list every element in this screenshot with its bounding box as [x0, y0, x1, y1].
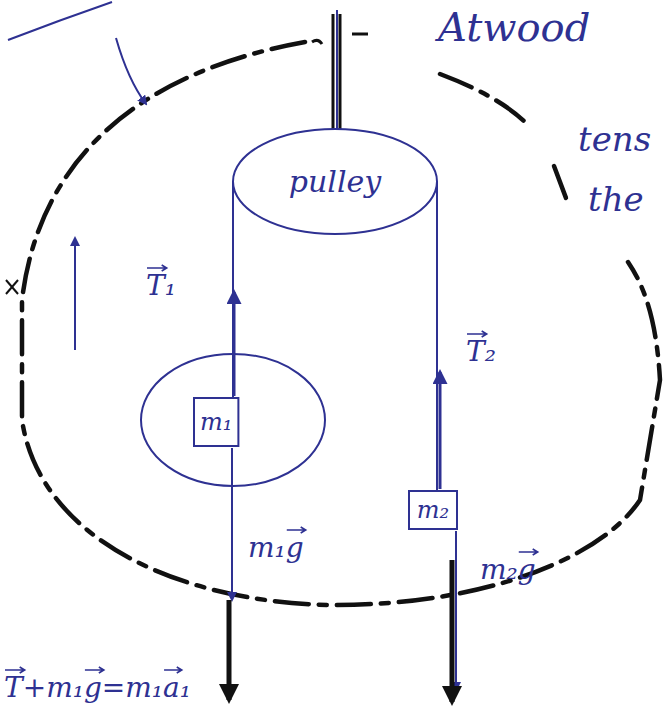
rope: [232, 182, 234, 398]
node-text: m₁: [200, 409, 232, 435]
force-label: T₂: [466, 328, 496, 368]
pulley-mount: [312, 10, 368, 130]
rope: [436, 182, 438, 491]
annotation-strokes: [8, 2, 146, 350]
node-text: m₂: [417, 497, 449, 523]
vector-arrow: [4, 664, 191, 704]
note-text: tens: [578, 112, 651, 158]
vector-arrow: [466, 328, 496, 368]
title-note: Atwood: [438, 0, 590, 49]
vector-arrow: [248, 524, 304, 564]
cross-mark: [6, 280, 18, 294]
force-arrows: [229, 292, 456, 702]
force-label: T₁: [146, 262, 176, 302]
system-boundary: [22, 42, 660, 605]
pulley-circle: pulley: [232, 128, 438, 235]
mass-box: m₂: [408, 490, 458, 530]
vector-arrow: [146, 262, 176, 302]
force-label: m₂g: [480, 546, 536, 586]
vector-arrow: [480, 546, 536, 586]
mass-box: m₁: [193, 397, 239, 447]
force-label: m₁g: [248, 524, 304, 564]
equation: T+m₁g=m₁a₁: [4, 664, 191, 704]
note-text: the: [588, 172, 644, 218]
node-text: pulley: [289, 165, 381, 198]
